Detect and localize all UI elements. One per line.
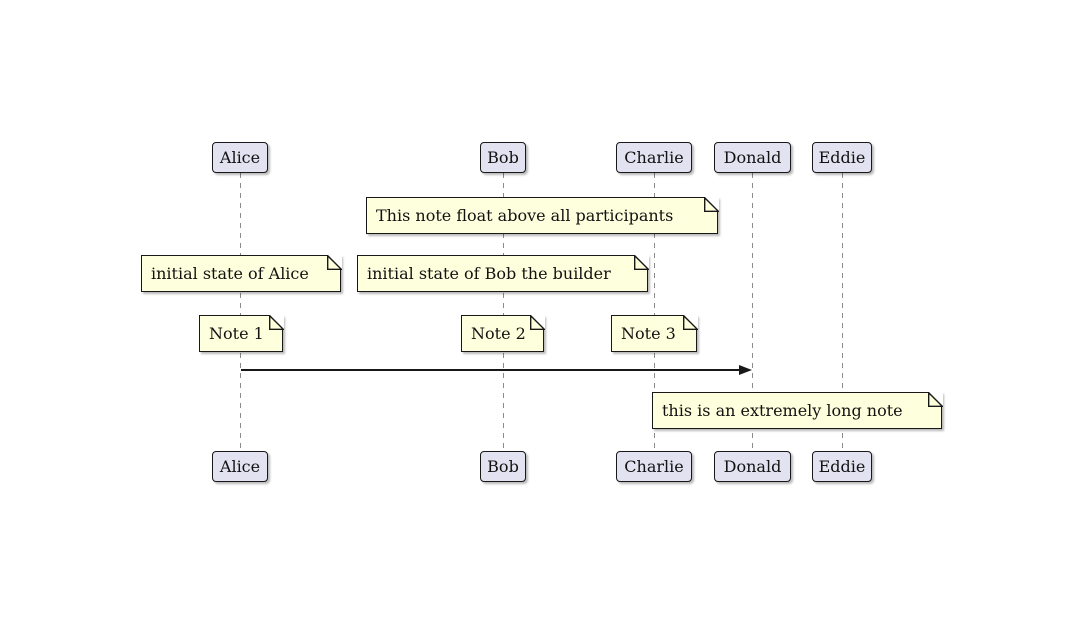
note-text: this is an extremely long note: [662, 401, 903, 420]
participant-top-alice: Alice: [212, 142, 268, 173]
note-text: initial state of Bob the builder: [367, 264, 611, 283]
note-initial-state-alice: initial state of Alice: [141, 254, 342, 292]
lifeline-charlie: [654, 173, 655, 451]
note-fold-corner-icon: [268, 314, 284, 330]
note-text: Note 3: [621, 324, 676, 343]
note-initial-state-bob: initial state of Bob the builder: [357, 254, 649, 292]
note-fold-corner-icon: [682, 314, 698, 330]
participant-label: Bob: [487, 457, 519, 476]
lifeline-bob: [503, 173, 504, 451]
participant-bottom-bob: Bob: [480, 451, 526, 482]
note-fold-corner-icon: [326, 254, 342, 270]
participant-label: Donald: [723, 148, 782, 167]
participant-top-eddie: Eddie: [812, 142, 872, 173]
participant-label: Eddie: [818, 148, 866, 167]
note-2: Note 2: [461, 314, 545, 352]
participant-label: Eddie: [818, 457, 866, 476]
message-arrow-line: [241, 369, 741, 371]
participant-label: Donald: [723, 457, 782, 476]
note-text: initial state of Alice: [151, 264, 309, 283]
participant-top-charlie: Charlie: [616, 142, 692, 173]
note-fold-corner-icon: [633, 254, 649, 270]
note-fold-corner-icon: [529, 314, 545, 330]
lifeline-alice: [240, 173, 241, 451]
note-text: Note 1: [209, 324, 264, 343]
participant-bottom-charlie: Charlie: [616, 451, 692, 482]
participant-top-bob: Bob: [480, 142, 526, 173]
lifeline-donald: [752, 173, 753, 451]
participant-label: Bob: [487, 148, 519, 167]
note-fold-corner-icon: [927, 391, 943, 407]
participant-label: Charlie: [624, 148, 684, 167]
note-float-above-participants: This note float above all participants: [366, 196, 719, 234]
participant-top-donald: Donald: [714, 142, 791, 173]
note-3: Note 3: [611, 314, 698, 352]
participant-label: Alice: [219, 457, 261, 476]
note-1: Note 1: [199, 314, 284, 352]
note-fold-corner-icon: [703, 196, 719, 212]
participant-bottom-donald: Donald: [714, 451, 791, 482]
participant-bottom-eddie: Eddie: [812, 451, 872, 482]
note-extremely-long: this is an extremely long note: [652, 391, 943, 429]
note-text: This note float above all participants: [376, 206, 674, 225]
note-text: Note 2: [471, 324, 526, 343]
message-arrow-head: [739, 365, 752, 375]
participant-label: Alice: [219, 148, 261, 167]
lifeline-eddie: [842, 173, 843, 451]
participant-bottom-alice: Alice: [212, 451, 268, 482]
participant-label: Charlie: [624, 457, 684, 476]
